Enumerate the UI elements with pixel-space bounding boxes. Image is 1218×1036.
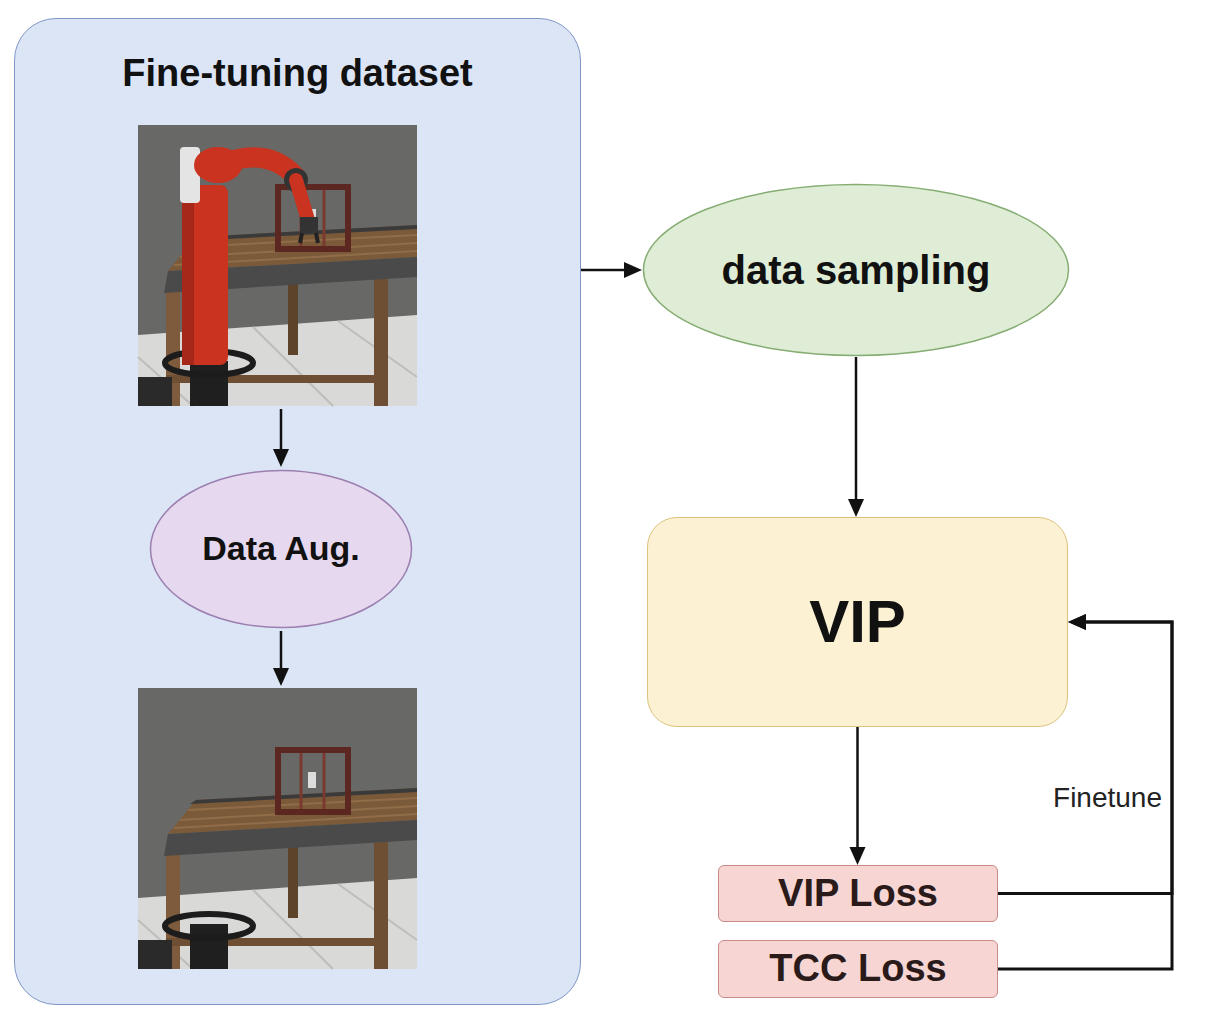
ellipse-shape [151,471,412,628]
loss-box: TCC Loss [718,940,998,998]
connector [848,357,864,517]
augmentation-ellipse: Data Aug. [149,469,413,629]
robot-wrist [300,217,318,233]
node-label: VIP [809,589,906,655]
node-label: TCC Loss [769,948,946,990]
connector [850,727,866,865]
connector [581,262,642,278]
model-box: VIP [647,517,1068,727]
node-label: VIP Loss [778,873,938,915]
robot-head [180,147,200,203]
arrow-head [848,499,864,517]
connector-line [856,727,859,849]
node-label: data sampling [722,248,991,292]
dataset-panel: Fine-tuning datasetData Aug. [14,18,581,1005]
panel-heading: Fine-tuning dataset [15,53,580,95]
loss-box: VIP Loss [718,865,998,922]
arrow-head [1068,614,1086,630]
robot-forearm [296,180,308,220]
robot-column [182,185,228,365]
edge-label: Finetune [1051,783,1164,814]
sampling-ellipse: data sampling [642,183,1070,357]
arrow-head [850,847,866,865]
robot-shade [182,185,194,365]
arrow-head [273,449,289,467]
arrow-head [1068,614,1086,630]
connector-line [855,357,858,501]
flow-arrow [280,409,283,451]
scene-after [138,688,417,969]
arrow-head [624,262,642,278]
arrow-head [273,668,289,686]
robot-gripper [300,233,318,243]
node-label: Data Aug. [202,530,359,567]
robot-arm [180,147,318,365]
ellipse-shape [644,185,1069,356]
scene-before [138,125,417,406]
flow-arrow [280,631,283,670]
robot-upper-arm [218,157,296,177]
connector-line [581,269,626,272]
